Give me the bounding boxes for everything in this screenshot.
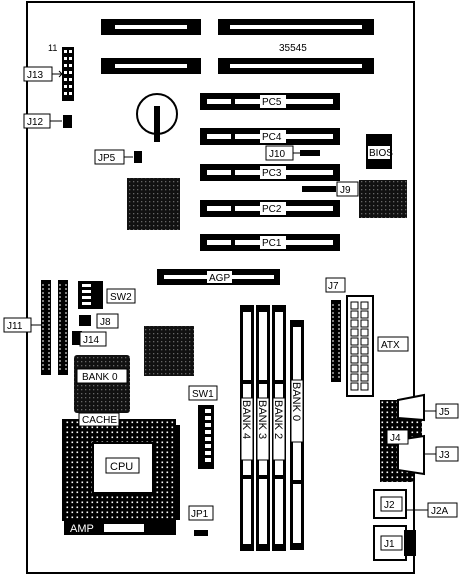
j13-header-pins [64,50,72,95]
j1-label: J1 [384,539,395,550]
agp-slot-label: AGP [209,273,230,284]
pin-marker: 11 [48,43,57,53]
j14-label: J14 [83,335,100,346]
dimm-bank-4-label: BANK 4 [240,400,252,439]
atx-power-pins [350,301,369,391]
dimm-bank-2-label: BANK 2 [272,400,284,439]
jp5-label: JP5 [98,153,116,164]
sw2-label: SW2 [110,292,132,303]
chipset-north [127,178,180,230]
amp-label: AMP [70,523,94,535]
cache-label-box: CACHE [78,412,120,427]
isa-slot-upper-right [218,19,374,35]
bios-label-plate [368,146,390,159]
isa-slot-upper-left [101,19,201,35]
sw1-label-box: SW1 [188,385,218,401]
pci-slot-5-label: PC5 [262,97,282,108]
j13-pointer-arrow [52,70,63,78]
jp1-label-box: JP1 [188,505,214,521]
j12-jumper [63,115,72,128]
j12-label: J12 [27,117,44,128]
j10-label-box: J10 [265,145,294,161]
j3-label-box: J3 [435,446,459,462]
j1-label-box: J1 [380,535,403,551]
isa-slot-lower-right [218,58,374,74]
bank0-cache-chip [74,355,130,413]
cpu-socket-lever [174,425,180,520]
pci-slot-2-label: PC2 [262,204,282,215]
j4-label: J4 [390,433,401,444]
j2a-label: J2A [431,506,449,517]
pci-slot-1-label: PC1 [262,238,282,249]
j4-label-box: J4 [386,429,409,445]
atx-label-box: ATX [377,336,409,352]
dimm-bank-labels: BANK 4 BANK 3 BANK 2 BANK 0 [240,379,304,461]
jp5-jumper [134,151,142,163]
dimm-bank-3-label: BANK 3 [256,400,268,439]
j8-label: J8 [100,317,111,328]
j5-label-box: J5 [435,403,459,419]
bank0-label-plate [76,368,128,384]
j13-label-box: J13 [23,66,53,82]
j8-label-box: J8 [96,313,119,329]
pci-slot-3-label: PC3 [262,168,282,179]
j11-label: J11 [7,321,23,332]
j5-label: J5 [439,407,450,418]
j14-header [72,331,82,345]
j2-label-box: J2 [380,496,403,512]
battery-clip [154,106,160,142]
cpu-label-plate [105,457,140,474]
cpu-label: CPU [110,461,133,473]
pci-slot-5: PC5 [200,93,340,110]
j5-d-sub [397,393,425,422]
dimm-bank-0-label: BANK 0 [290,382,302,421]
pci-slot-4-label: PC4 [262,132,282,143]
cache-label: CACHE [82,415,117,426]
j9-label-box: J9 [336,181,359,197]
chipset-super-io [359,180,407,218]
isa-slot-lower-left [101,58,201,74]
pci-slot-3: PC3 [200,164,340,181]
pci-slot-1: PC1 [200,234,340,251]
j3-d-sub [397,434,425,476]
agp-slot: AGP [157,269,280,285]
j9-label: J9 [340,185,351,196]
j11-ide-header-1 [41,280,51,375]
amp-notch [104,524,144,532]
j12-label-box: J12 [23,113,51,129]
chipset-south [144,326,194,376]
j3-label: J3 [439,450,450,461]
sw2-label-box: SW2 [106,288,136,304]
j7-label-box: J7 [325,277,346,293]
j13-label: J13 [27,70,44,81]
sw1-switch-toggles [205,409,211,462]
j2a-label-box: J2A [427,502,458,518]
j2-label: J2 [384,500,395,511]
jp1-label: JP1 [191,509,209,520]
bank0-chip-label: BANK 0 [82,372,118,383]
j11-ide-header-2 [58,280,68,375]
part-number: 35545 [279,43,307,54]
j11-label-box: J11 [3,317,32,333]
j9-header [302,186,336,192]
sw1-label: SW1 [192,389,214,400]
atx-label: ATX [381,340,400,351]
bios-label: BIOS [369,148,393,159]
j7-header-pins [332,304,340,378]
pci-slot-2: PC2 [200,200,340,217]
j10-label: J10 [269,149,286,160]
j13-header [62,47,74,101]
j1-port-tab [404,530,416,556]
j7-header [331,300,341,382]
jp1-jumper [194,530,208,536]
j8-jumper [79,315,91,326]
j10-header [300,150,320,156]
sw2-switch-toggles [82,284,91,305]
j14-label-box: J14 [79,331,107,347]
pci-slot-4: PC4 [200,128,340,145]
j7-label: J7 [328,281,339,292]
jp5-label-box: JP5 [94,149,125,165]
